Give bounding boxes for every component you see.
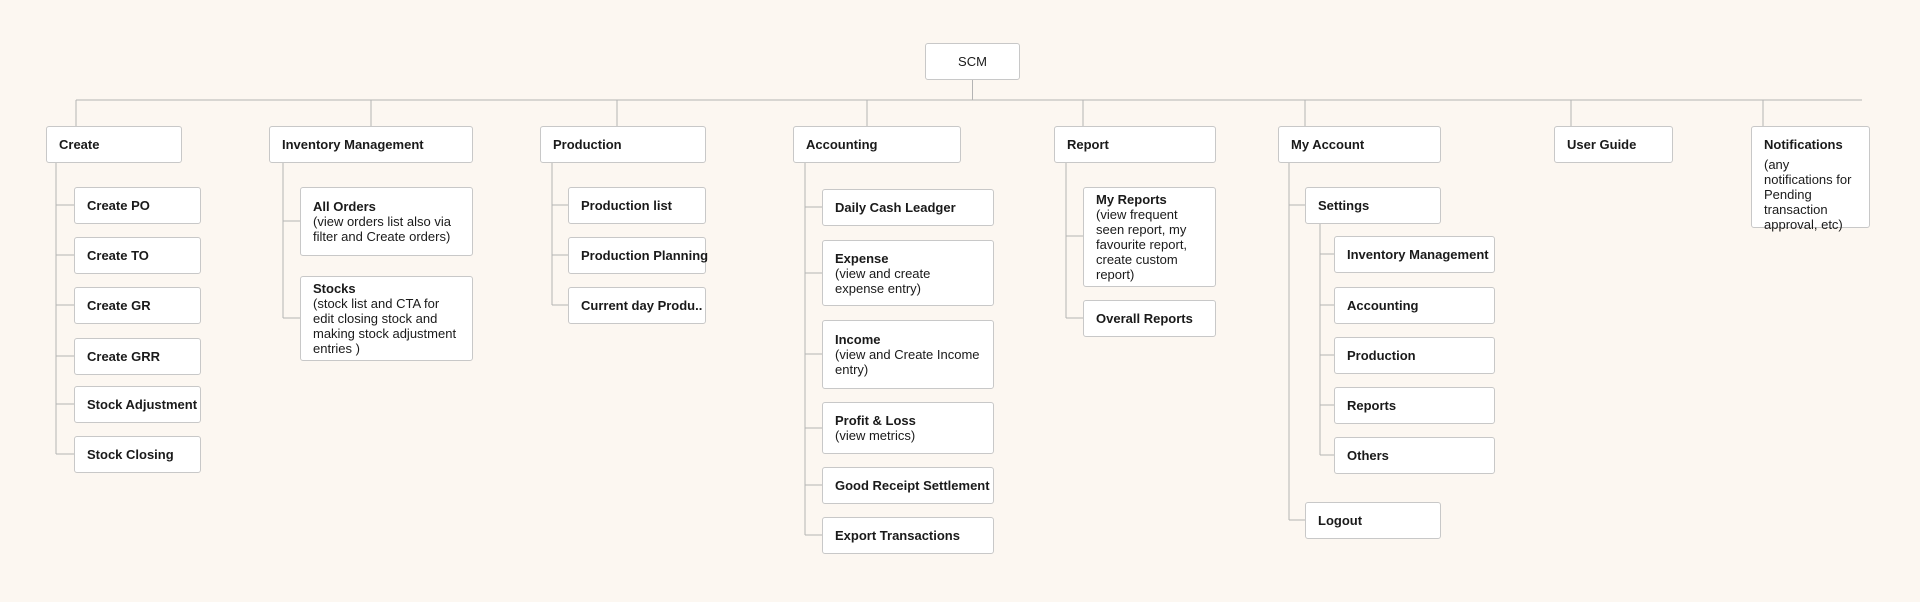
menu-item-title: Overall Reports <box>1096 311 1193 326</box>
menu-item-good-receipt-settlement[interactable]: Good Receipt Settlement <box>822 467 994 504</box>
menu-item-title: Create GRR <box>87 349 160 364</box>
menu-item-title: Export Transactions <box>835 528 960 543</box>
root-node-scm[interactable]: SCM <box>925 43 1020 80</box>
menu-inventory-management[interactable]: Inventory Management <box>269 126 473 163</box>
menu-create[interactable]: Create <box>46 126 182 163</box>
menu-item-title: Profit & Loss <box>835 413 916 428</box>
menu-item-production-planning[interactable]: Production Planning <box>568 237 709 274</box>
menu-item-title: Logout <box>1318 513 1363 528</box>
menu-item-description: (view orders list also via filter and Cr… <box>313 214 451 244</box>
menu-item-export-transactions[interactable]: Export Transactions <box>822 517 994 554</box>
menu-item-current-day-production[interactable]: Current day Produ.. <box>568 287 706 324</box>
menu-production[interactable]: Production <box>540 126 706 163</box>
menu-item-title: Inventory Management <box>1347 247 1489 262</box>
menu-report[interactable]: Report <box>1054 126 1216 163</box>
menu-item-title: Income <box>835 332 881 347</box>
menu-my-account[interactable]: My Account <box>1278 126 1441 163</box>
menu-item-profit-loss[interactable]: Profit & Loss (view metrics) <box>822 402 994 454</box>
menu-item-expense[interactable]: Expense (view and create expense entry) <box>822 240 994 306</box>
menu-item-title: Production list <box>581 198 672 213</box>
menu-item-description: (view and create expense entry) <box>835 265 931 296</box>
menu-item-title: Settings <box>1318 198 1370 213</box>
root-label: SCM <box>958 54 987 69</box>
menu-item-daily-cash-ledger[interactable]: Daily Cash Leadger <box>822 189 994 226</box>
menu-item-income[interactable]: Income (view and Create Income entry) <box>822 320 994 389</box>
menu-item-title: Accounting <box>1347 298 1419 313</box>
menu-description: (any notifications for Pending transacti… <box>1764 157 1852 232</box>
menu-item-title: Daily Cash Leadger <box>835 200 956 215</box>
menu-notifications[interactable]: Notifications (any notifications for Pen… <box>1751 126 1870 232</box>
menu-item-description: (stock list and CTA for edit closing sto… <box>313 296 457 356</box>
menu-label: Production <box>553 137 622 152</box>
menu-label: Inventory Management <box>282 137 424 152</box>
menu-item-description: (view and Create Income entry) <box>835 347 980 377</box>
menu-label: My Account <box>1291 137 1365 152</box>
menu-item-title: Others <box>1347 448 1389 463</box>
menu-item-description: (view metrics) <box>835 428 916 443</box>
menu-item-create-grr[interactable]: Create GRR <box>74 338 201 375</box>
menu-item-title: Good Receipt Settlement <box>835 478 990 493</box>
menu-item-title: Create GR <box>87 298 151 313</box>
menu-item-production-list[interactable]: Production list <box>568 187 706 224</box>
settings-item-others[interactable]: Others <box>1334 437 1495 474</box>
settings-item-accounting[interactable]: Accounting <box>1334 287 1495 324</box>
menu-item-title: Create PO <box>87 198 150 213</box>
menu-item-title: Create TO <box>87 248 149 263</box>
menu-label: Notifications <box>1764 137 1843 152</box>
menu-label: Create <box>59 137 100 152</box>
menu-item-title: Stocks <box>313 281 356 296</box>
menu-item-create-to[interactable]: Create TO <box>74 237 201 274</box>
menu-item-description: (view frequent seen report, my favourite… <box>1096 207 1188 282</box>
menu-label: Report <box>1067 137 1109 152</box>
menu-item-title: Stock Adjustment <box>87 397 198 412</box>
menu-item-create-po[interactable]: Create PO <box>74 187 201 224</box>
menu-user-guide[interactable]: User Guide <box>1554 126 1673 163</box>
menu-item-title: All Orders <box>313 199 376 214</box>
menu-item-title: Production Planning <box>581 248 709 263</box>
menu-item-overall-reports[interactable]: Overall Reports <box>1083 300 1216 337</box>
menu-item-title: Reports <box>1347 398 1397 413</box>
menu-item-title: Expense <box>835 250 889 266</box>
menu-item-stocks[interactable]: Stocks (stock list and CTA for edit clos… <box>300 276 473 361</box>
settings-item-reports[interactable]: Reports <box>1334 387 1495 424</box>
menu-label: User Guide <box>1567 137 1637 152</box>
settings-item-production[interactable]: Production <box>1334 337 1495 374</box>
menu-item-settings[interactable]: Settings <box>1305 187 1441 224</box>
settings-item-inventory-management[interactable]: Inventory Management <box>1334 236 1495 273</box>
menu-item-stock-closing[interactable]: Stock Closing <box>74 436 201 473</box>
menu-item-title: Stock Closing <box>87 447 174 462</box>
menu-item-all-orders[interactable]: All Orders (view orders list also via fi… <box>300 187 473 256</box>
menu-item-my-reports[interactable]: My Reports (view frequent seen report, m… <box>1083 187 1216 287</box>
menu-item-stock-adjustment[interactable]: Stock Adjustment <box>74 386 201 423</box>
menu-accounting[interactable]: Accounting <box>793 126 961 163</box>
menu-item-create-gr[interactable]: Create GR <box>74 287 201 324</box>
menu-label: Accounting <box>806 137 878 152</box>
menu-item-title: Current day Produ.. <box>581 298 703 313</box>
menu-item-title: My Reports <box>1096 192 1167 207</box>
menu-item-logout[interactable]: Logout <box>1305 502 1441 539</box>
menu-item-title: Production <box>1347 348 1416 363</box>
